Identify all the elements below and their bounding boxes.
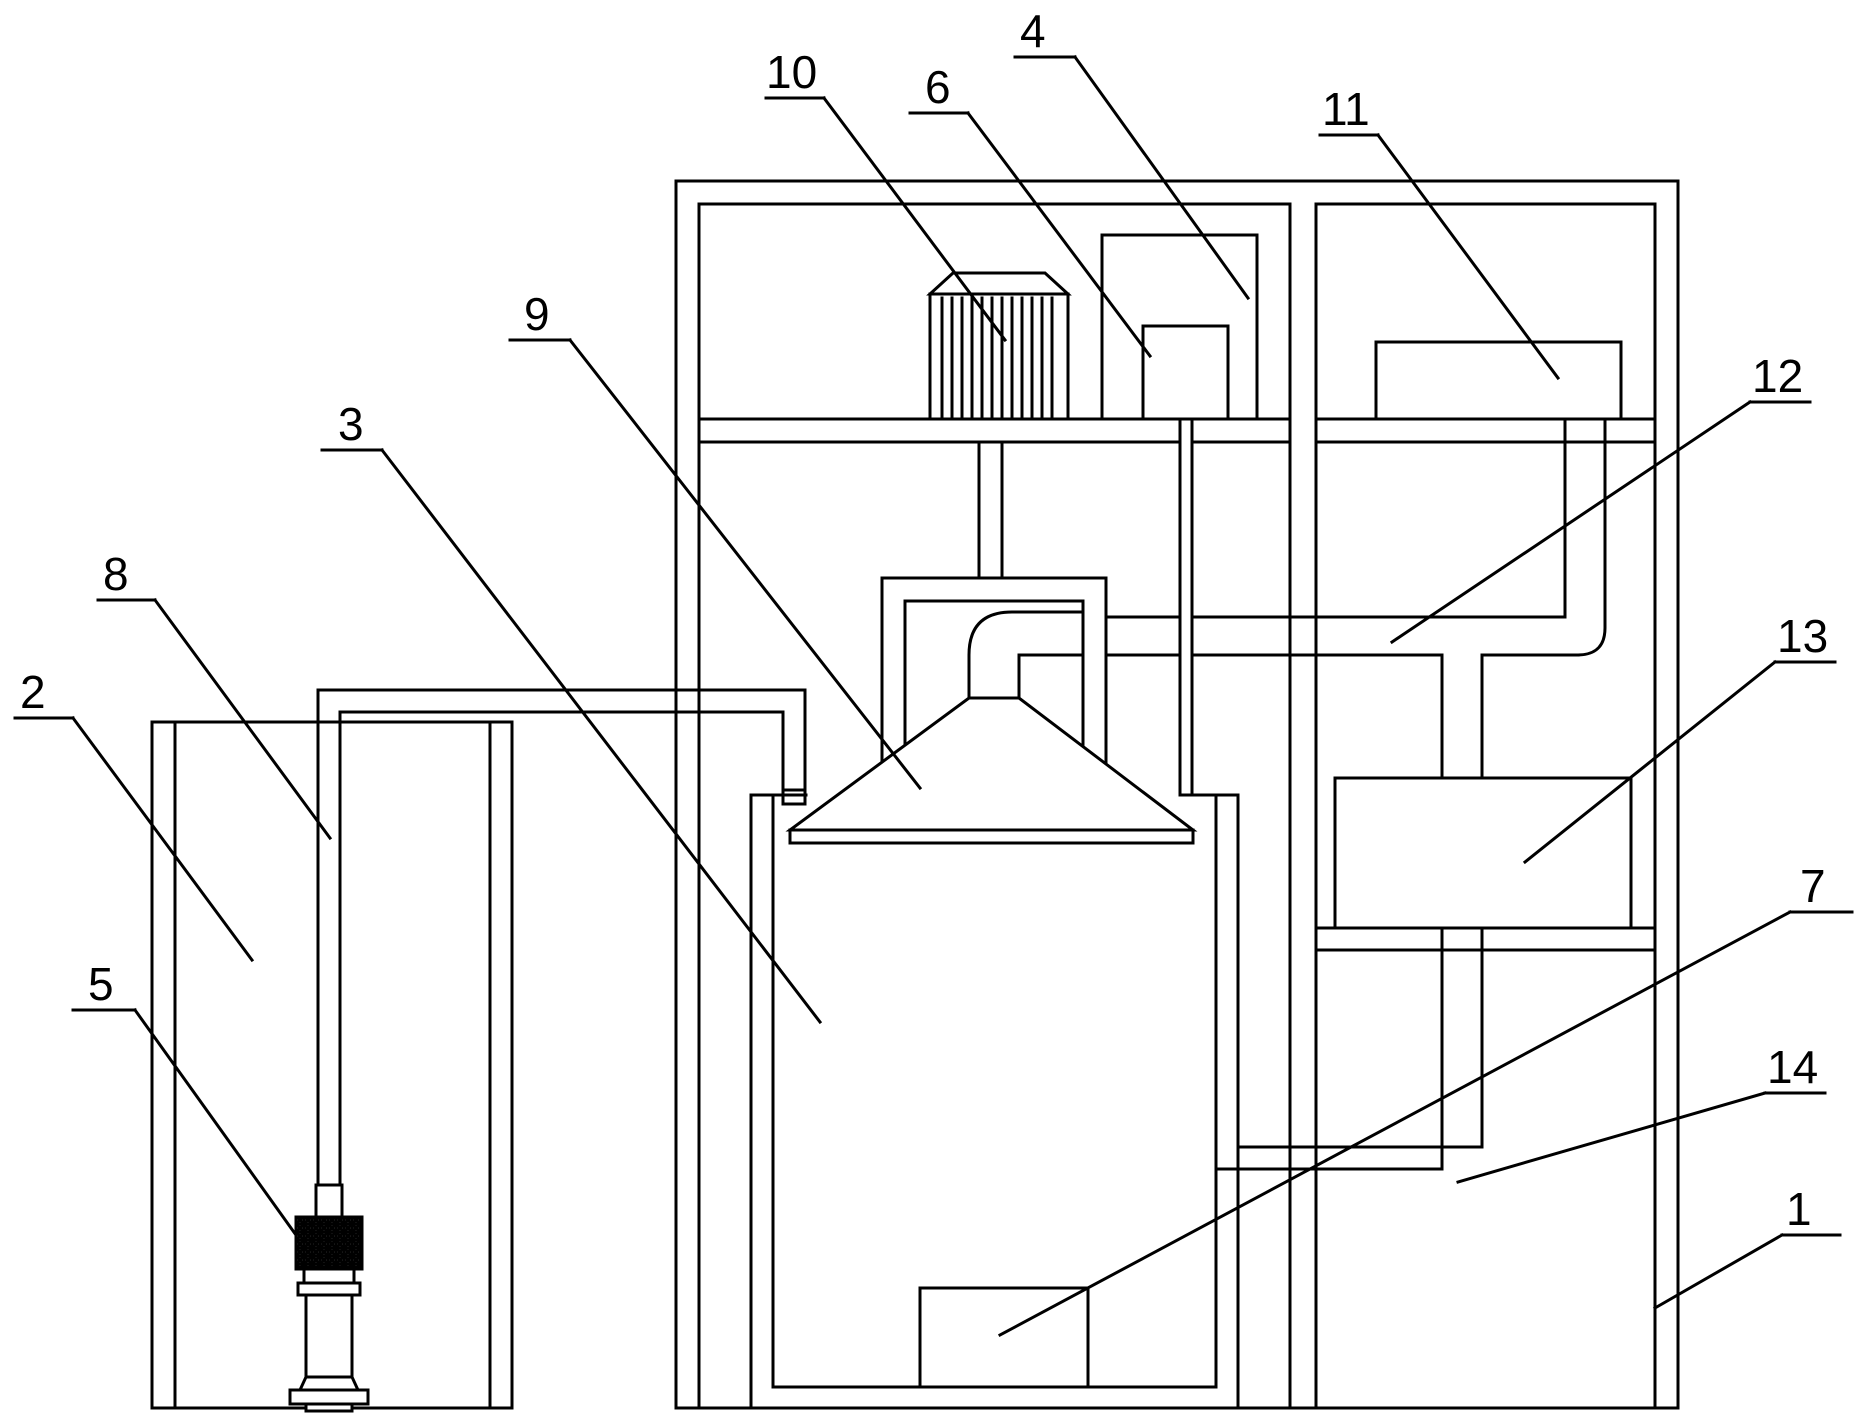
label-8: 8: [96, 548, 333, 841]
label-1: 1: [1652, 1183, 1842, 1311]
svg-text:3: 3: [338, 398, 364, 450]
svg-text:6: 6: [925, 61, 951, 113]
label-10: 10: [764, 46, 1008, 343]
svg-text:10: 10: [766, 46, 817, 98]
fan-motor: [926, 271, 1072, 421]
filter-box: [1374, 340, 1623, 421]
controller-unit: [1141, 324, 1230, 797]
submersible-pump: [288, 1183, 370, 1413]
label-4: 4: [1013, 5, 1251, 301]
collection-hood: [785, 696, 1198, 845]
label-3: 3: [320, 398, 823, 1025]
hood-frame: [880, 440, 1108, 802]
svg-text:4: 4: [1020, 5, 1046, 57]
label-12: 12: [1389, 350, 1812, 645]
exhaust-duct: [967, 417, 1607, 780]
reaction-vessel: [749, 793, 1240, 1410]
svg-text:13: 13: [1777, 610, 1828, 662]
return-pipe: [1214, 926, 1484, 1171]
label-14: 14: [1456, 1041, 1827, 1184]
label-2: 2: [13, 666, 255, 963]
label-7: 7: [997, 860, 1854, 1338]
label-13: 13: [1522, 610, 1837, 865]
label-9: 9: [508, 288, 923, 791]
svg-text:9: 9: [524, 288, 550, 340]
svg-text:14: 14: [1767, 1041, 1818, 1093]
svg-text:2: 2: [20, 666, 46, 718]
delivery-pipe: [316, 688, 807, 1187]
svg-text:11: 11: [1322, 83, 1370, 135]
svg-text:7: 7: [1800, 860, 1826, 912]
label-5: 5: [71, 958, 299, 1238]
heater-block: [918, 1286, 1090, 1389]
label-6: 6: [908, 61, 1153, 359]
svg-text:8: 8: [103, 548, 129, 600]
treatment-unit: [1333, 776, 1633, 930]
svg-text:1: 1: [1786, 1183, 1812, 1235]
svg-text:12: 12: [1752, 350, 1803, 402]
svg-text:5: 5: [88, 958, 114, 1010]
label-11: 11: [1318, 83, 1561, 381]
